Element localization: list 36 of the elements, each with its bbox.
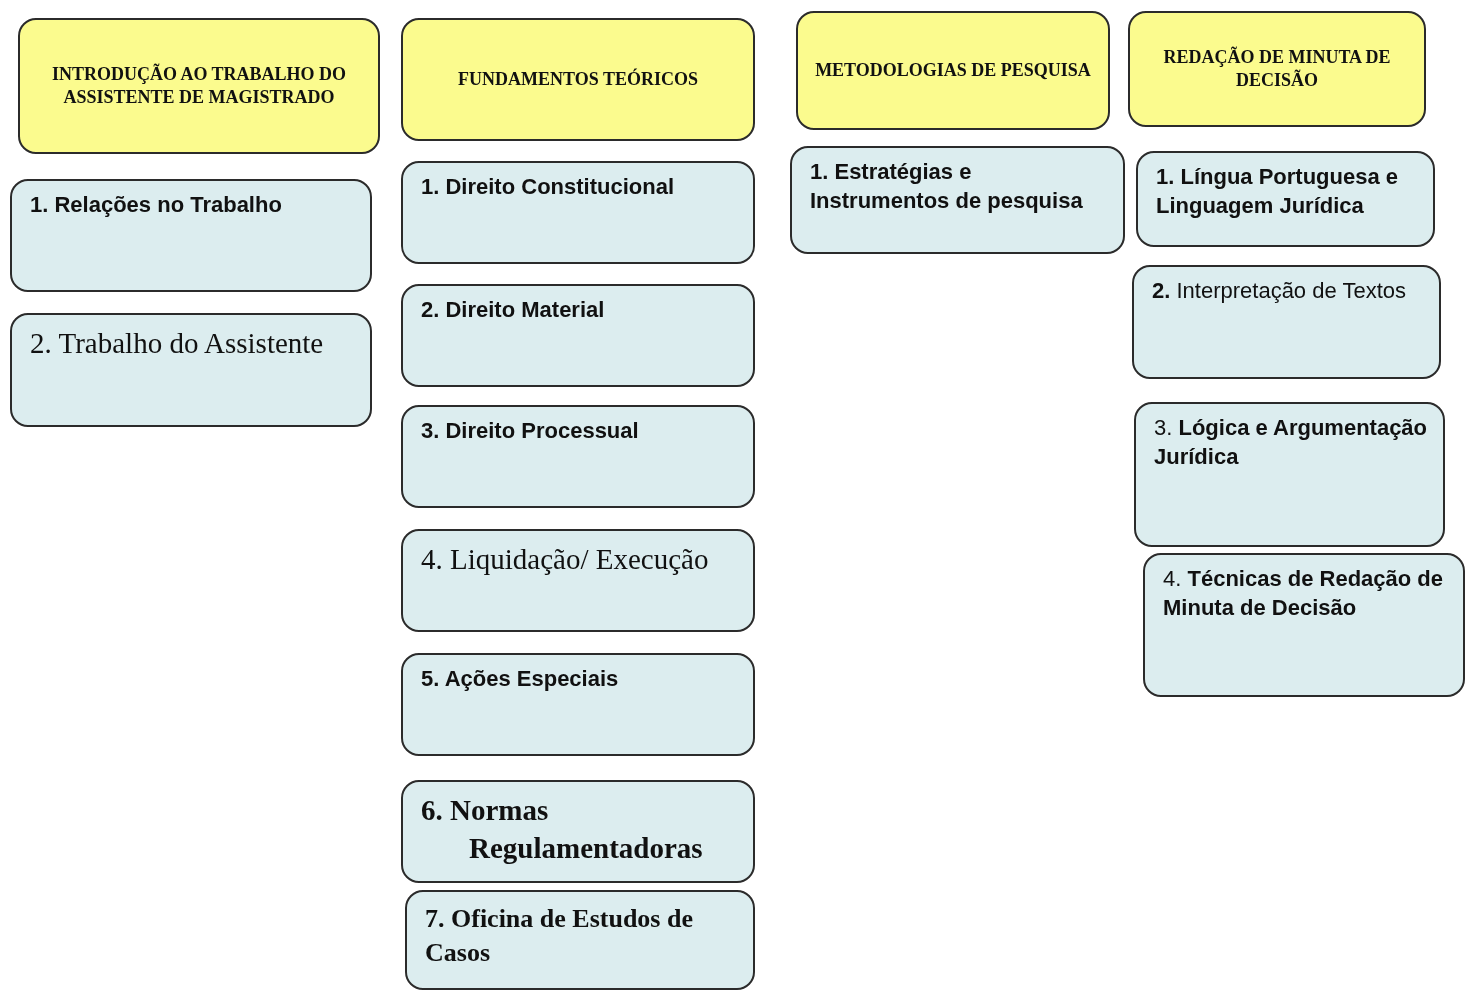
section-header xyxy=(401,18,755,141)
topic-box xyxy=(1136,151,1435,247)
section-title: INTRODUÇÃO AO TRABALHO DO ASSISTENTE DE MAGISTRADO xyxy=(50,62,348,109)
topic-text: 4. Liquidação/ Execução xyxy=(421,542,710,577)
topic-text: 2. Interpretação de Textos xyxy=(1152,277,1407,305)
topic-box xyxy=(1134,402,1445,547)
topic-box xyxy=(790,146,1125,254)
topic-box xyxy=(401,405,755,508)
topic-text: 7. Oficina de Estudos de Casos xyxy=(425,903,694,969)
topic-text: 6. Normas Regulamentadoras xyxy=(421,793,704,866)
section-title: REDAÇÃO DE MINUTA DE DECISÃO xyxy=(1162,45,1392,92)
topic-text: 3. Lógica e Argumentação Jurídica xyxy=(1154,414,1429,471)
topic-text: 1. Direito Constitucional xyxy=(421,173,676,201)
topic-text: 1. Relações no Trabalho xyxy=(30,191,283,219)
topic-box xyxy=(1132,265,1441,379)
topic-box xyxy=(401,284,755,387)
topic-text: 1. Língua Portuguesa e Linguagem Jurídica xyxy=(1156,163,1400,220)
topic-box xyxy=(401,161,755,264)
topic-box xyxy=(10,179,372,292)
topic-text: 2. Direito Material xyxy=(421,296,606,324)
section-header xyxy=(18,18,380,154)
topic-box xyxy=(401,780,755,883)
section-title: FUNDAMENTOS TEÓRICOS xyxy=(458,67,698,91)
topic-text: 2. Trabalho do Assistente xyxy=(30,326,325,361)
topic-box xyxy=(405,890,755,990)
topic-text: 5. Ações Especiais xyxy=(421,665,620,693)
topic-box xyxy=(10,313,372,427)
topic-box xyxy=(1143,553,1465,697)
topic-box xyxy=(401,653,755,756)
section-title: METODOLOGIAS DE PESQUISA xyxy=(815,58,1091,82)
section-header xyxy=(1128,11,1426,127)
topic-text: 1. Estratégias e Instrumentos de pesquisa xyxy=(810,158,1084,215)
topic-text: 3. Direito Processual xyxy=(421,417,640,445)
topic-box xyxy=(401,529,755,632)
topic-text: 4. Técnicas de Redação de Minuta de Decisão xyxy=(1163,565,1445,622)
section-header xyxy=(796,11,1110,130)
